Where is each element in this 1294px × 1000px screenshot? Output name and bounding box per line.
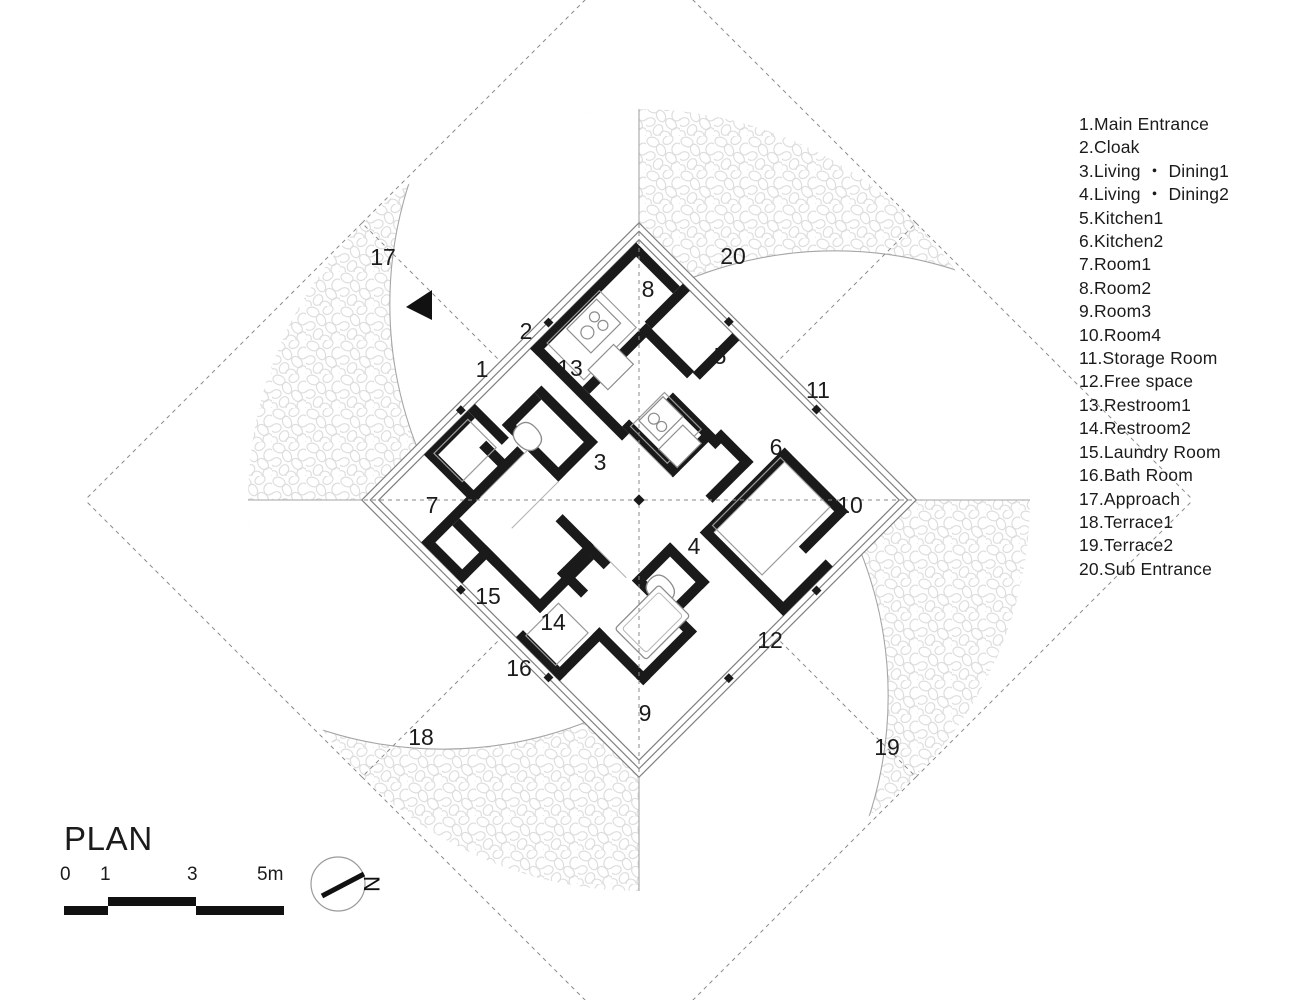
room-number-9: 9 <box>639 700 652 726</box>
room-number-11: 11 <box>806 377 830 403</box>
door-swings <box>480 433 786 579</box>
legend-item-11: 11.Storage Room <box>1079 348 1218 369</box>
room-number-16: 16 <box>506 655 532 681</box>
legend-item-9: 9.Room3 <box>1079 301 1152 322</box>
room-number-5: 5 <box>714 343 727 369</box>
legend-item-14: 14.Restroom2 <box>1079 418 1192 439</box>
room-number-7: 7 <box>426 492 439 518</box>
legend-item-4: 4.Living ・ Dining2 <box>1079 184 1230 205</box>
room-number-10: 10 <box>837 492 863 518</box>
compass-needle <box>320 871 366 899</box>
room-number-13: 13 <box>557 355 583 381</box>
legend-item-5: 5.Kitchen1 <box>1079 207 1164 228</box>
legend-item-7: 7.Room1 <box>1079 254 1152 275</box>
scale-bar: 0 1 3 5m <box>60 864 300 916</box>
legend-item-19: 19.Terrace2 <box>1079 535 1174 556</box>
sanitary-fixtures <box>512 421 690 660</box>
scale-tick-1: 1 <box>100 864 111 885</box>
axis-nodes <box>633 494 645 506</box>
legend-item-2: 2.Cloak <box>1079 137 1140 158</box>
legend-item-10: 10.Room4 <box>1079 324 1162 345</box>
room-number-12: 12 <box>757 627 783 653</box>
kitchen-fixtures <box>566 298 703 469</box>
legend-item-18: 18.Terrace1 <box>1079 511 1174 532</box>
room-number-20: 20 <box>720 243 746 269</box>
scale-tick-0: 0 <box>60 864 71 885</box>
scale-tick-5m: 5m <box>257 864 284 885</box>
room-number-2: 2 <box>520 318 533 344</box>
room-number-3: 3 <box>594 449 607 475</box>
compass-north-label: N <box>359 876 384 892</box>
paved-sectors <box>248 109 1030 891</box>
compass-circle <box>310 856 366 912</box>
approach-arrow-icon <box>406 290 432 320</box>
legend-item-1: 1.Main Entrance <box>1079 114 1210 134</box>
room-number-6: 6 <box>770 434 783 460</box>
legend-item-16: 16.Bath Room <box>1079 465 1193 486</box>
legend-item-17: 17.Approach <box>1079 488 1181 509</box>
compass-graphic: N <box>310 856 384 912</box>
room-number-15: 15 <box>475 583 501 609</box>
room-number-19: 19 <box>874 734 900 760</box>
toilet-13-icon <box>512 421 543 452</box>
room-number-1: 1 <box>476 356 489 382</box>
fixture-outlines <box>433 289 831 667</box>
room-number-17: 17 <box>370 244 396 270</box>
room-number-4: 4 <box>688 533 701 559</box>
legend-item-20: 20.Sub Entrance <box>1079 558 1212 579</box>
legend-item-8: 8.Room2 <box>1079 277 1152 298</box>
room-number-18: 18 <box>408 724 434 750</box>
legend-item-15: 15.Laundry Room <box>1079 441 1221 462</box>
compass-rose: N <box>308 848 398 920</box>
legend-item-13: 13.Restroom1 <box>1079 394 1192 415</box>
scale-bar-graphic <box>64 897 284 915</box>
room-number-8: 8 <box>642 276 655 302</box>
legend-item-3: 3.Living ・ Dining1 <box>1079 160 1230 181</box>
page-title: PLAN <box>64 820 153 857</box>
scale-tick-3: 3 <box>187 864 198 885</box>
glazing-lines <box>360 221 918 779</box>
legend-item-12: 12.Free space <box>1079 371 1194 392</box>
legend-item-6: 6.Kitchen2 <box>1079 231 1164 252</box>
room-number-14: 14 <box>540 609 566 635</box>
